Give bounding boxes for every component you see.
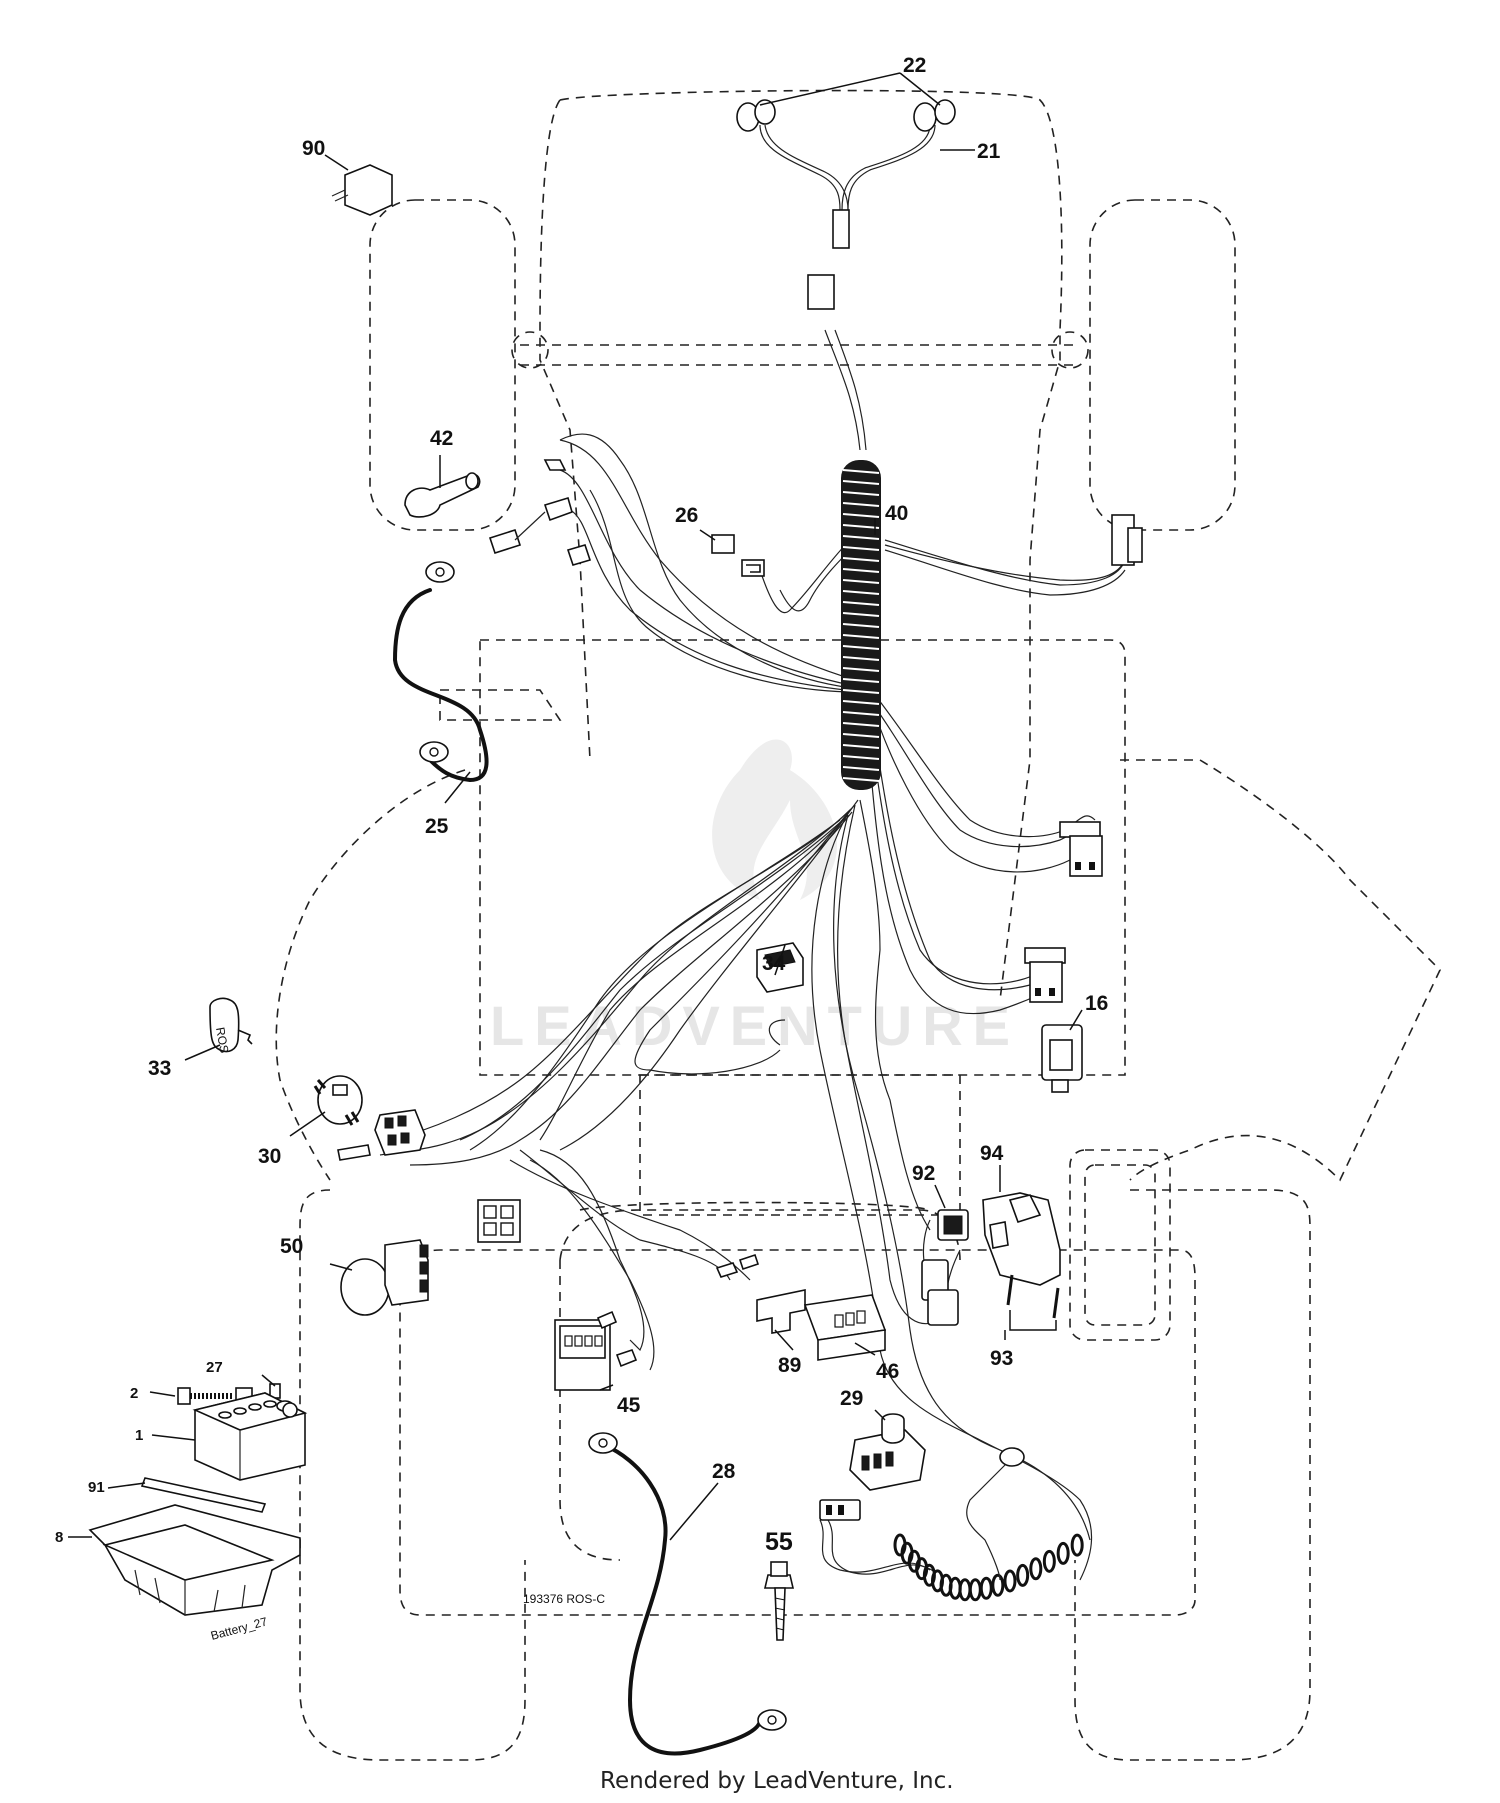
part-34-switch xyxy=(756,942,804,993)
callout-labels: 22 21 90 42 26 40 25 16 34 33 30 50 92 9… xyxy=(55,54,1108,1606)
callout-2: 2 xyxy=(130,1385,138,1402)
callout-21: 21 xyxy=(977,140,1001,163)
harness-conduit xyxy=(841,460,881,790)
leader-lines xyxy=(68,72,1083,1541)
headlight-bulb-right xyxy=(913,99,956,132)
part-55-bolt xyxy=(763,1561,795,1641)
wire-terminals xyxy=(543,459,592,566)
watermark-text: LEADVENTURE xyxy=(490,994,1020,1057)
drawing-number: 193376 ROS-C xyxy=(523,1592,605,1606)
part-33-key: ROS xyxy=(209,997,253,1054)
part-94-switch-assembly xyxy=(982,1192,1061,1286)
headlight-harness xyxy=(736,99,956,310)
callout-42: 42 xyxy=(430,427,453,450)
part-93-screws xyxy=(1006,1274,1060,1319)
right-harness-connector-lower xyxy=(1024,947,1066,1003)
right-front-connector xyxy=(1111,514,1143,566)
harness-wires xyxy=(379,329,1126,1581)
part-89-bracket xyxy=(756,1289,806,1334)
callout-28: 28 xyxy=(712,1460,736,1483)
callout-34: 34 xyxy=(762,952,786,975)
part-45-hour-meter xyxy=(554,1319,611,1391)
battery-assembly: Battery_27 xyxy=(88,1383,308,1643)
callout-93: 93 xyxy=(990,1347,1013,1370)
callout-8: 8 xyxy=(55,1529,63,1546)
battery-cable-positive xyxy=(392,496,573,783)
callout-46: 46 xyxy=(876,1360,899,1383)
harness-multipin-connector xyxy=(477,1199,521,1243)
callout-91: 91 xyxy=(88,1479,105,1496)
callout-16: 16 xyxy=(1085,992,1108,1015)
callout-1: 1 xyxy=(135,1427,143,1444)
callout-30: 30 xyxy=(258,1145,281,1168)
headlight-bulb-left xyxy=(736,99,776,132)
ignition-connector xyxy=(337,1109,426,1161)
callout-27: 27 xyxy=(206,1359,223,1376)
headlight-connector xyxy=(832,209,850,249)
callout-29: 29 xyxy=(840,1387,863,1410)
battery-text: Battery_27 xyxy=(209,1614,269,1643)
part-50-pto-knob xyxy=(340,1239,429,1316)
callout-33: 33 xyxy=(148,1057,171,1080)
callout-25: 25 xyxy=(425,815,449,838)
key-text: ROS xyxy=(213,1026,231,1054)
part-90-plug xyxy=(331,164,393,216)
part-92-connector xyxy=(921,1209,969,1326)
part-46-display xyxy=(803,1294,887,1361)
callout-92: 92 xyxy=(912,1162,935,1185)
callout-89: 89 xyxy=(778,1354,801,1377)
callout-90: 90 xyxy=(302,137,325,160)
callout-26: 26 xyxy=(675,504,698,527)
callout-94: 94 xyxy=(980,1142,1004,1165)
part-42-fuse-holder xyxy=(404,472,481,518)
callout-40: 40 xyxy=(885,502,908,525)
small-terminal-connectors xyxy=(596,1253,760,1368)
ground-cable xyxy=(588,1432,787,1756)
callout-55: 55 xyxy=(765,1528,793,1556)
part-26-fuse xyxy=(711,534,765,577)
callout-50: 50 xyxy=(280,1235,303,1258)
callout-22: 22 xyxy=(903,54,926,77)
part-30-ignition-switch xyxy=(313,1075,363,1126)
right-harness-connector-upper xyxy=(1059,821,1103,877)
coiled-cord xyxy=(819,1447,1084,1602)
footer-credit: Rendered by LeadVenture, Inc. xyxy=(600,1768,954,1794)
part-29-switch xyxy=(849,1413,926,1491)
part-16-connector xyxy=(1041,1024,1083,1093)
headlight-harness-plug xyxy=(807,274,835,310)
watermark: LEADVENTURE xyxy=(490,739,1020,1057)
callout-45: 45 xyxy=(617,1394,641,1417)
